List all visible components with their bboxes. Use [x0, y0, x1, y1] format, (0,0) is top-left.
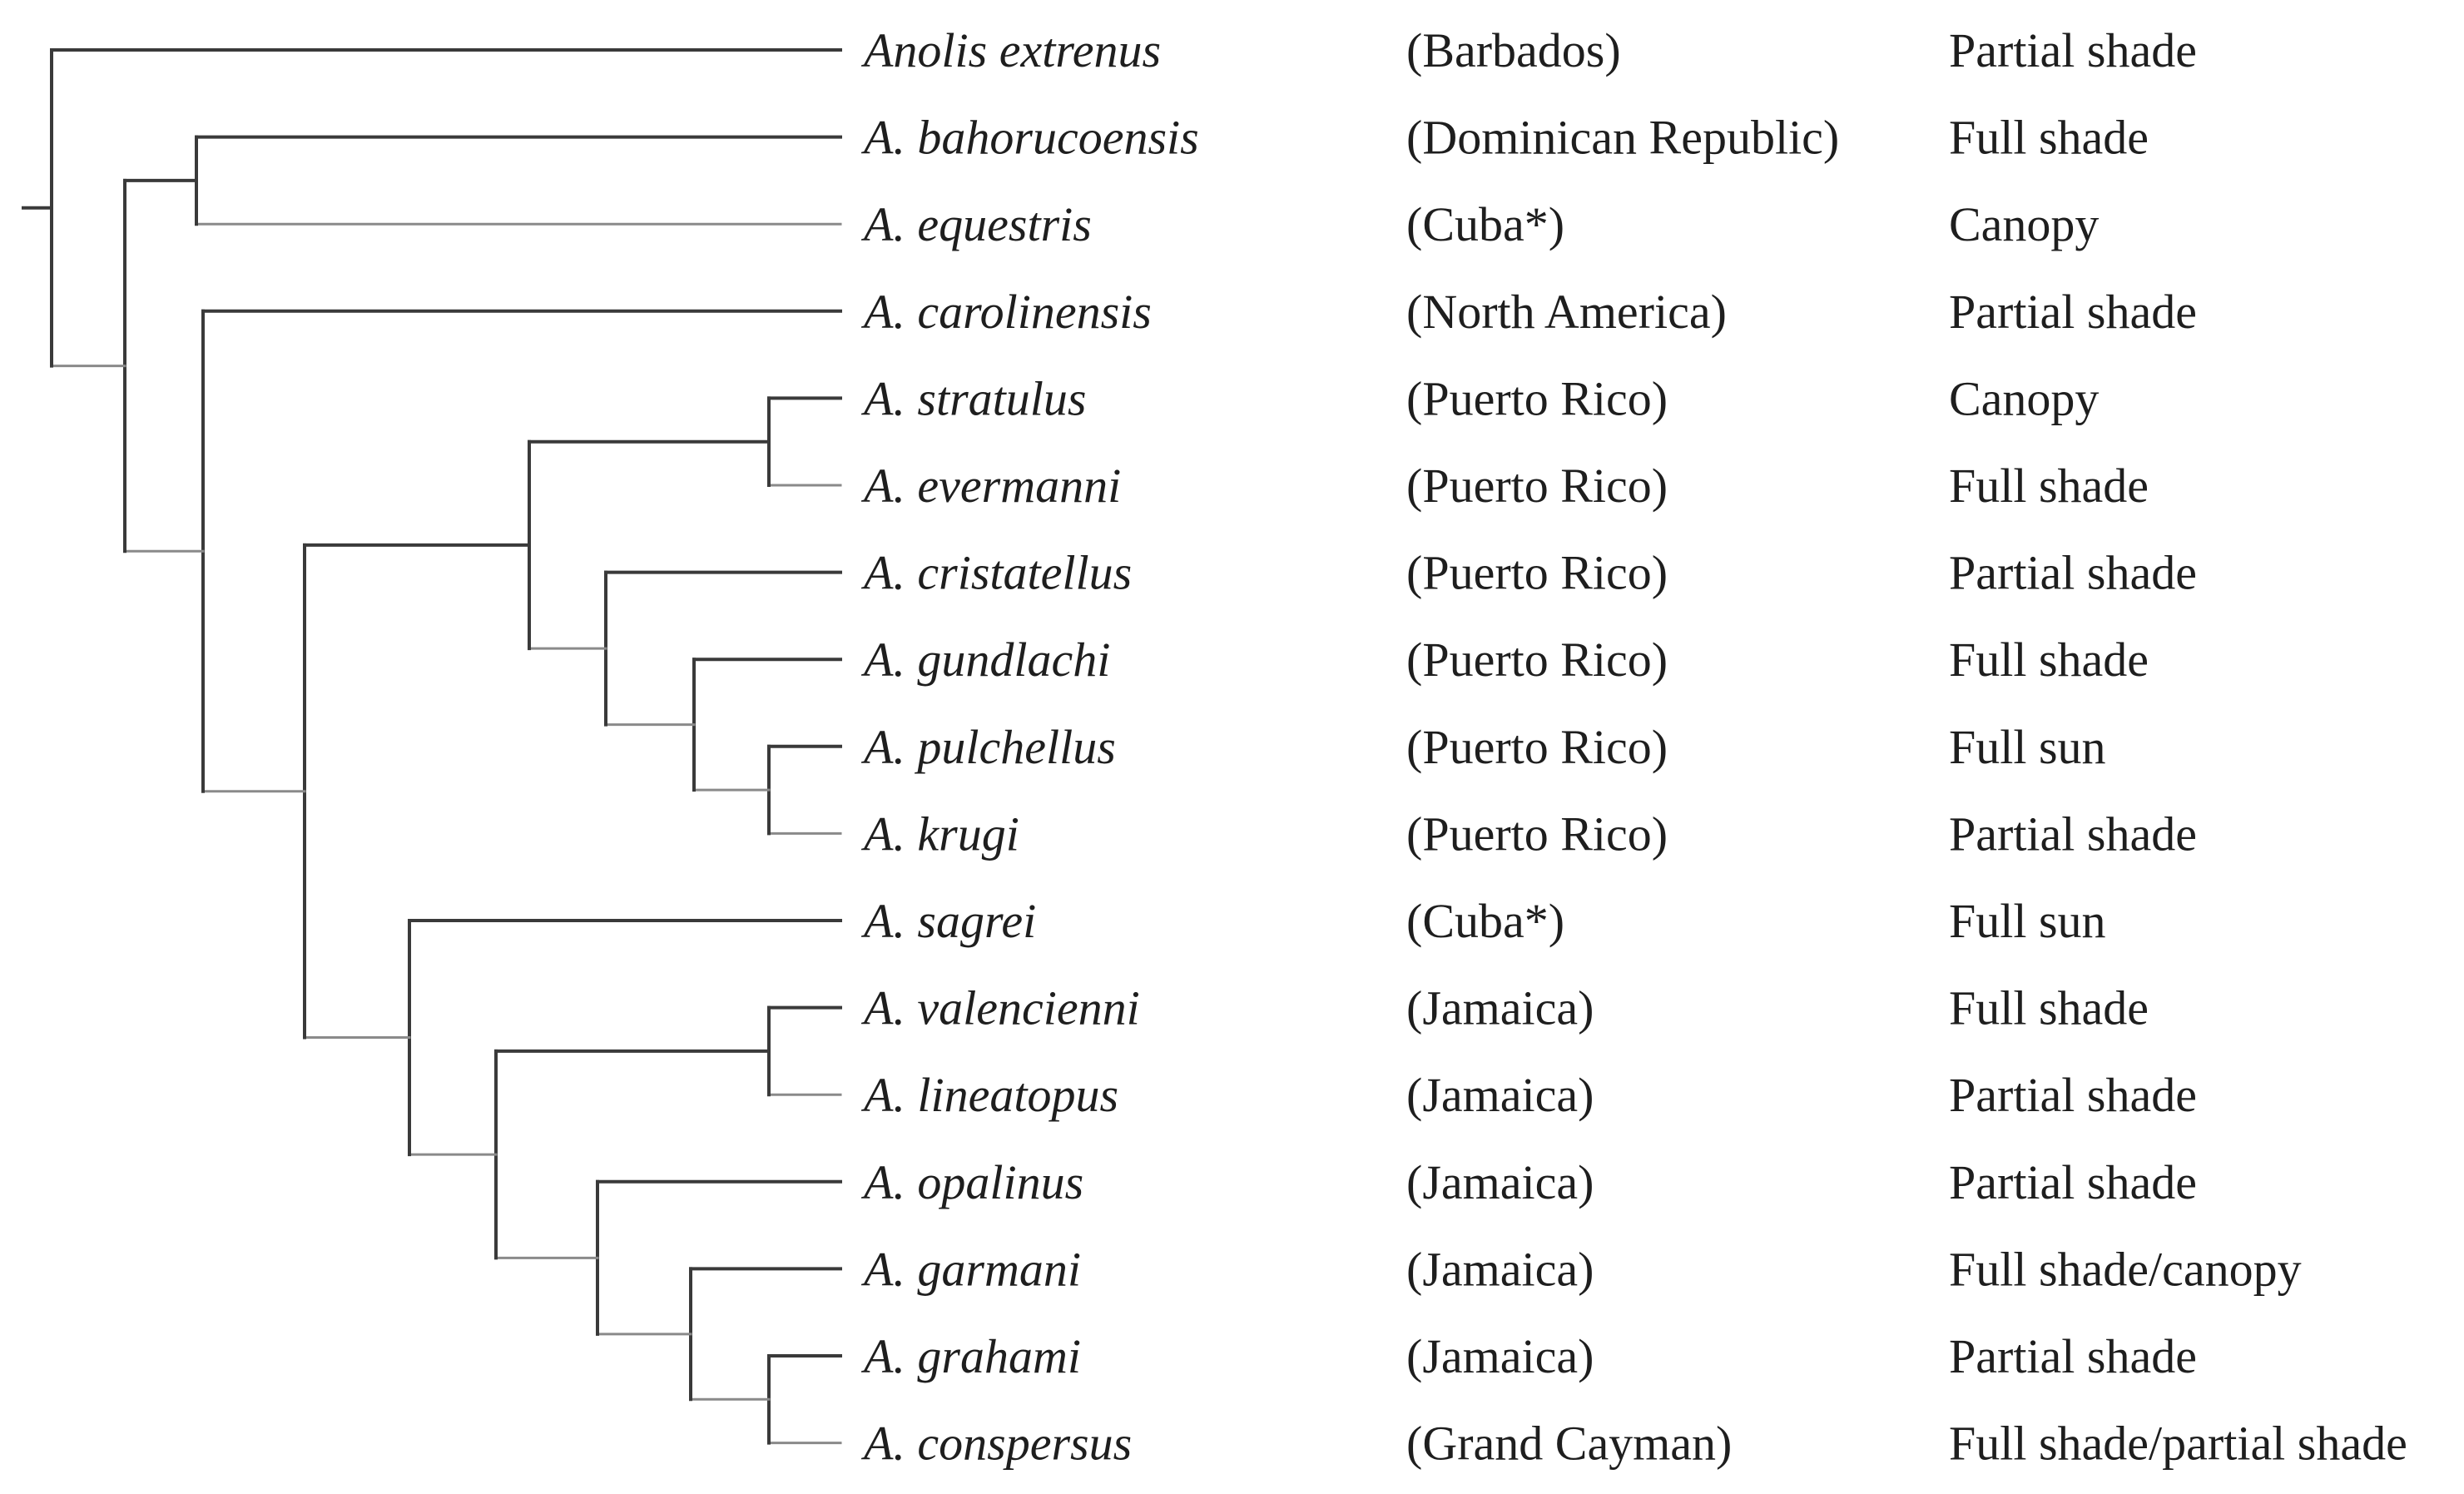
habitat-label: Partial shade	[1949, 807, 2197, 861]
habitat-label: Canopy	[1949, 371, 2099, 425]
location-label: (Barbados)	[1406, 23, 1621, 77]
species-label: A. gundlachi	[860, 633, 1110, 687]
habitat-label: Full shade	[1949, 981, 2149, 1035]
species-label: A. lineatopus	[860, 1068, 1118, 1122]
habitat-label: Full sun	[1949, 894, 2106, 948]
species-label: A. cristatellus	[860, 546, 1132, 600]
habitat-label: Full sun	[1949, 720, 2106, 774]
habitat-label: Full shade	[1949, 633, 2149, 687]
habitat-label: Full shade	[1949, 459, 2149, 513]
species-label: A. garmani	[860, 1242, 1081, 1296]
habitat-label: Partial shade	[1949, 1068, 2197, 1122]
species-label: A. valencienni	[860, 981, 1140, 1035]
location-label: (Cuba*)	[1406, 894, 1564, 948]
habitat-label: Full shade/partial shade	[1949, 1417, 2407, 1471]
species-label: A. evermanni	[860, 459, 1121, 513]
location-label: (Jamaica)	[1406, 1155, 1594, 1209]
location-label: (Puerto Rico)	[1406, 720, 1668, 774]
location-label: (Jamaica)	[1406, 1068, 1594, 1122]
location-label: (Puerto Rico)	[1406, 371, 1668, 425]
species-label: A. krugi	[860, 807, 1019, 861]
location-label: (North America)	[1406, 285, 1727, 339]
location-label: (Dominican Republic)	[1406, 111, 1839, 165]
species-label: A. conspersus	[860, 1417, 1132, 1471]
species-label: A. pulchellus	[860, 720, 1116, 774]
species-label: A. bahorucoensis	[860, 111, 1199, 165]
taxon-labels: Anolis extrenus(Barbados)Partial shadeA.…	[860, 23, 2407, 1471]
habitat-label: Partial shade	[1949, 1155, 2197, 1209]
species-label: Anolis extrenus	[860, 23, 1161, 77]
species-label: A. carolinensis	[860, 285, 1152, 339]
habitat-label: Partial shade	[1949, 23, 2197, 77]
habitat-label: Canopy	[1949, 197, 2099, 251]
habitat-label: Partial shade	[1949, 285, 2197, 339]
habitat-label: Partial shade	[1949, 546, 2197, 600]
habitat-label: Partial shade	[1949, 1329, 2197, 1383]
location-label: (Cuba*)	[1406, 197, 1564, 251]
habitat-label: Full shade/canopy	[1949, 1242, 2302, 1296]
species-label: A. opalinus	[860, 1155, 1083, 1209]
location-label: (Grand Cayman)	[1406, 1417, 1732, 1471]
location-label: (Jamaica)	[1406, 1242, 1594, 1296]
species-label: A. stratulus	[860, 371, 1087, 425]
species-label: A. sagrei	[860, 894, 1036, 948]
location-label: (Jamaica)	[1406, 1329, 1594, 1383]
location-label: (Puerto Rico)	[1406, 546, 1668, 600]
location-label: (Puerto Rico)	[1406, 633, 1668, 687]
tree-branches	[22, 48, 842, 1445]
location-label: (Puerto Rico)	[1406, 807, 1668, 861]
species-label: A. equestris	[860, 197, 1092, 251]
location-label: (Puerto Rico)	[1406, 459, 1668, 513]
location-label: (Jamaica)	[1406, 981, 1594, 1035]
species-label: A. grahami	[860, 1329, 1081, 1383]
habitat-label: Full shade	[1949, 111, 2149, 165]
